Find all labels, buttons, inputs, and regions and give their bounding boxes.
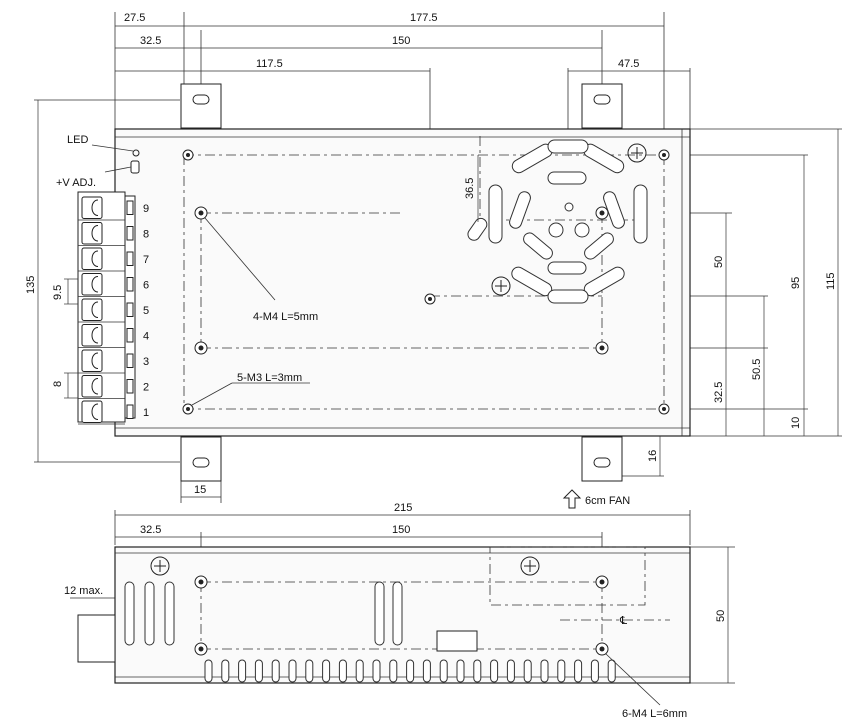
vent-slot — [288, 659, 297, 683]
m3-note: 5-M3 L=3mm — [237, 372, 302, 384]
v-adj-potentiometer: +V ADJ. — [56, 160, 140, 189]
led-label: LED — [67, 134, 88, 146]
vent-slot — [389, 659, 398, 683]
phillips-screw-icon — [627, 143, 647, 163]
dim-9-5: 9.5 — [52, 285, 64, 300]
phillips-screw-icon — [520, 556, 540, 576]
vent-slot — [540, 659, 549, 683]
vent-slot — [439, 659, 448, 683]
leader-notes: 4-M4 L=5mm 5-M3 L=3mm — [191, 217, 318, 406]
vent-slot — [254, 659, 263, 683]
up-arrow-icon — [562, 489, 582, 509]
vent-slot — [238, 659, 247, 683]
vent-slot — [506, 659, 515, 683]
phillips-screw-icon — [150, 556, 170, 576]
dim-115: 115 — [825, 272, 837, 290]
mounting-tabs — [180, 83, 623, 482]
terminal-7: 7 — [78, 247, 149, 272]
dim-32-5-right: 32.5 — [713, 382, 725, 403]
vent-slot — [305, 659, 314, 683]
vent-slot — [473, 659, 482, 683]
dim-47-5: 47.5 — [618, 58, 639, 70]
vent-slot — [574, 659, 583, 683]
vent-slot — [338, 659, 347, 683]
vent-slot — [422, 659, 431, 683]
fan-outline — [489, 546, 646, 606]
dim-15: 15 — [194, 484, 206, 496]
dim-12-max: 12 max. — [64, 585, 103, 597]
terminal-label: 1 — [143, 407, 149, 419]
vent-slot — [271, 659, 280, 683]
dim-8: 8 — [52, 381, 64, 387]
vent-slot — [322, 659, 331, 683]
side-view: 215 32.5 150 50 12 max. 25 — [64, 502, 735, 720]
dim-32-5-top: 32.5 — [140, 35, 161, 47]
vent-slot — [221, 659, 230, 683]
centerline-symbol: ℄ — [619, 615, 627, 627]
m4-note: 4-M4 L=5mm — [253, 311, 318, 323]
terminal-4: 4 — [78, 324, 149, 348]
vent-slot — [406, 659, 415, 683]
dim-135: 135 — [25, 276, 37, 294]
dim-10: 10 — [790, 417, 802, 429]
vent-slot — [490, 659, 499, 683]
led-indicator: LED — [67, 134, 140, 157]
vent-slot — [204, 659, 213, 683]
terminal-label: 5 — [143, 305, 149, 317]
terminal-2: 2 — [78, 375, 149, 399]
terminal-pitch-dims: 9.5 8 — [52, 278, 78, 399]
dim-117-5: 117.5 — [256, 58, 283, 70]
phillips-screw-icon — [491, 276, 511, 296]
vent-slot — [607, 659, 616, 683]
fan-grill — [467, 139, 648, 304]
terminal-label: 4 — [143, 331, 149, 343]
vent-slot — [590, 659, 599, 683]
vent-slot — [557, 659, 566, 683]
dim-150-top: 150 — [392, 35, 410, 47]
terminal-block: 9 8 7 6 5 4 3 2 1 — [77, 191, 149, 425]
dim-215: 215 — [394, 502, 412, 514]
terminal-3: 3 — [78, 349, 149, 374]
terminal-1: 1 — [78, 400, 149, 425]
dim-50-side: 50 — [715, 610, 727, 622]
connector-block — [77, 614, 116, 663]
dim-150-side: 150 — [392, 524, 410, 536]
terminal-5: 5 — [78, 298, 149, 323]
dim-177-5: 177.5 — [410, 12, 438, 24]
dim-50-5: 50.5 — [751, 359, 763, 380]
dim-95: 95 — [790, 277, 802, 289]
top-view: 27.5 177.5 32.5 150 117.5 47.5 — [25, 12, 842, 509]
terminal-label: 3 — [143, 356, 149, 368]
terminal-label: 8 — [143, 229, 149, 241]
terminal-label: 6 — [143, 280, 149, 292]
terminal-8: 8 — [78, 222, 149, 246]
vent-slot — [456, 659, 465, 683]
vent-slot — [523, 659, 532, 683]
dim-36-5: 36.5 — [464, 178, 476, 199]
fan-note: 6cm FAN — [585, 495, 630, 507]
v-adj-label: +V ADJ. — [56, 177, 96, 189]
terminal-label: 7 — [143, 254, 149, 266]
terminal-6: 6 — [78, 273, 149, 297]
bottom-vents — [204, 659, 616, 683]
mounting-holes — [182, 149, 670, 415]
terminal-label: 9 — [143, 203, 149, 215]
dim-27-5: 27.5 — [124, 12, 145, 24]
terminal-label: 2 — [143, 382, 149, 394]
dim-32-5-side: 32.5 — [140, 524, 161, 536]
label-plate — [436, 630, 478, 652]
right-dimensions: 50 32.5 50.5 95 10 115 16 — [647, 129, 839, 476]
vent-slot — [355, 659, 364, 683]
vent-slot — [372, 659, 381, 683]
m4-side-note: 6-M4 L=6mm — [622, 708, 687, 720]
terminal-9: 9 — [78, 196, 149, 221]
dim-16: 16 — [647, 450, 659, 462]
dim-50-top: 50 — [713, 256, 725, 268]
top-dimensions: 27.5 177.5 32.5 150 117.5 47.5 — [115, 12, 690, 72]
